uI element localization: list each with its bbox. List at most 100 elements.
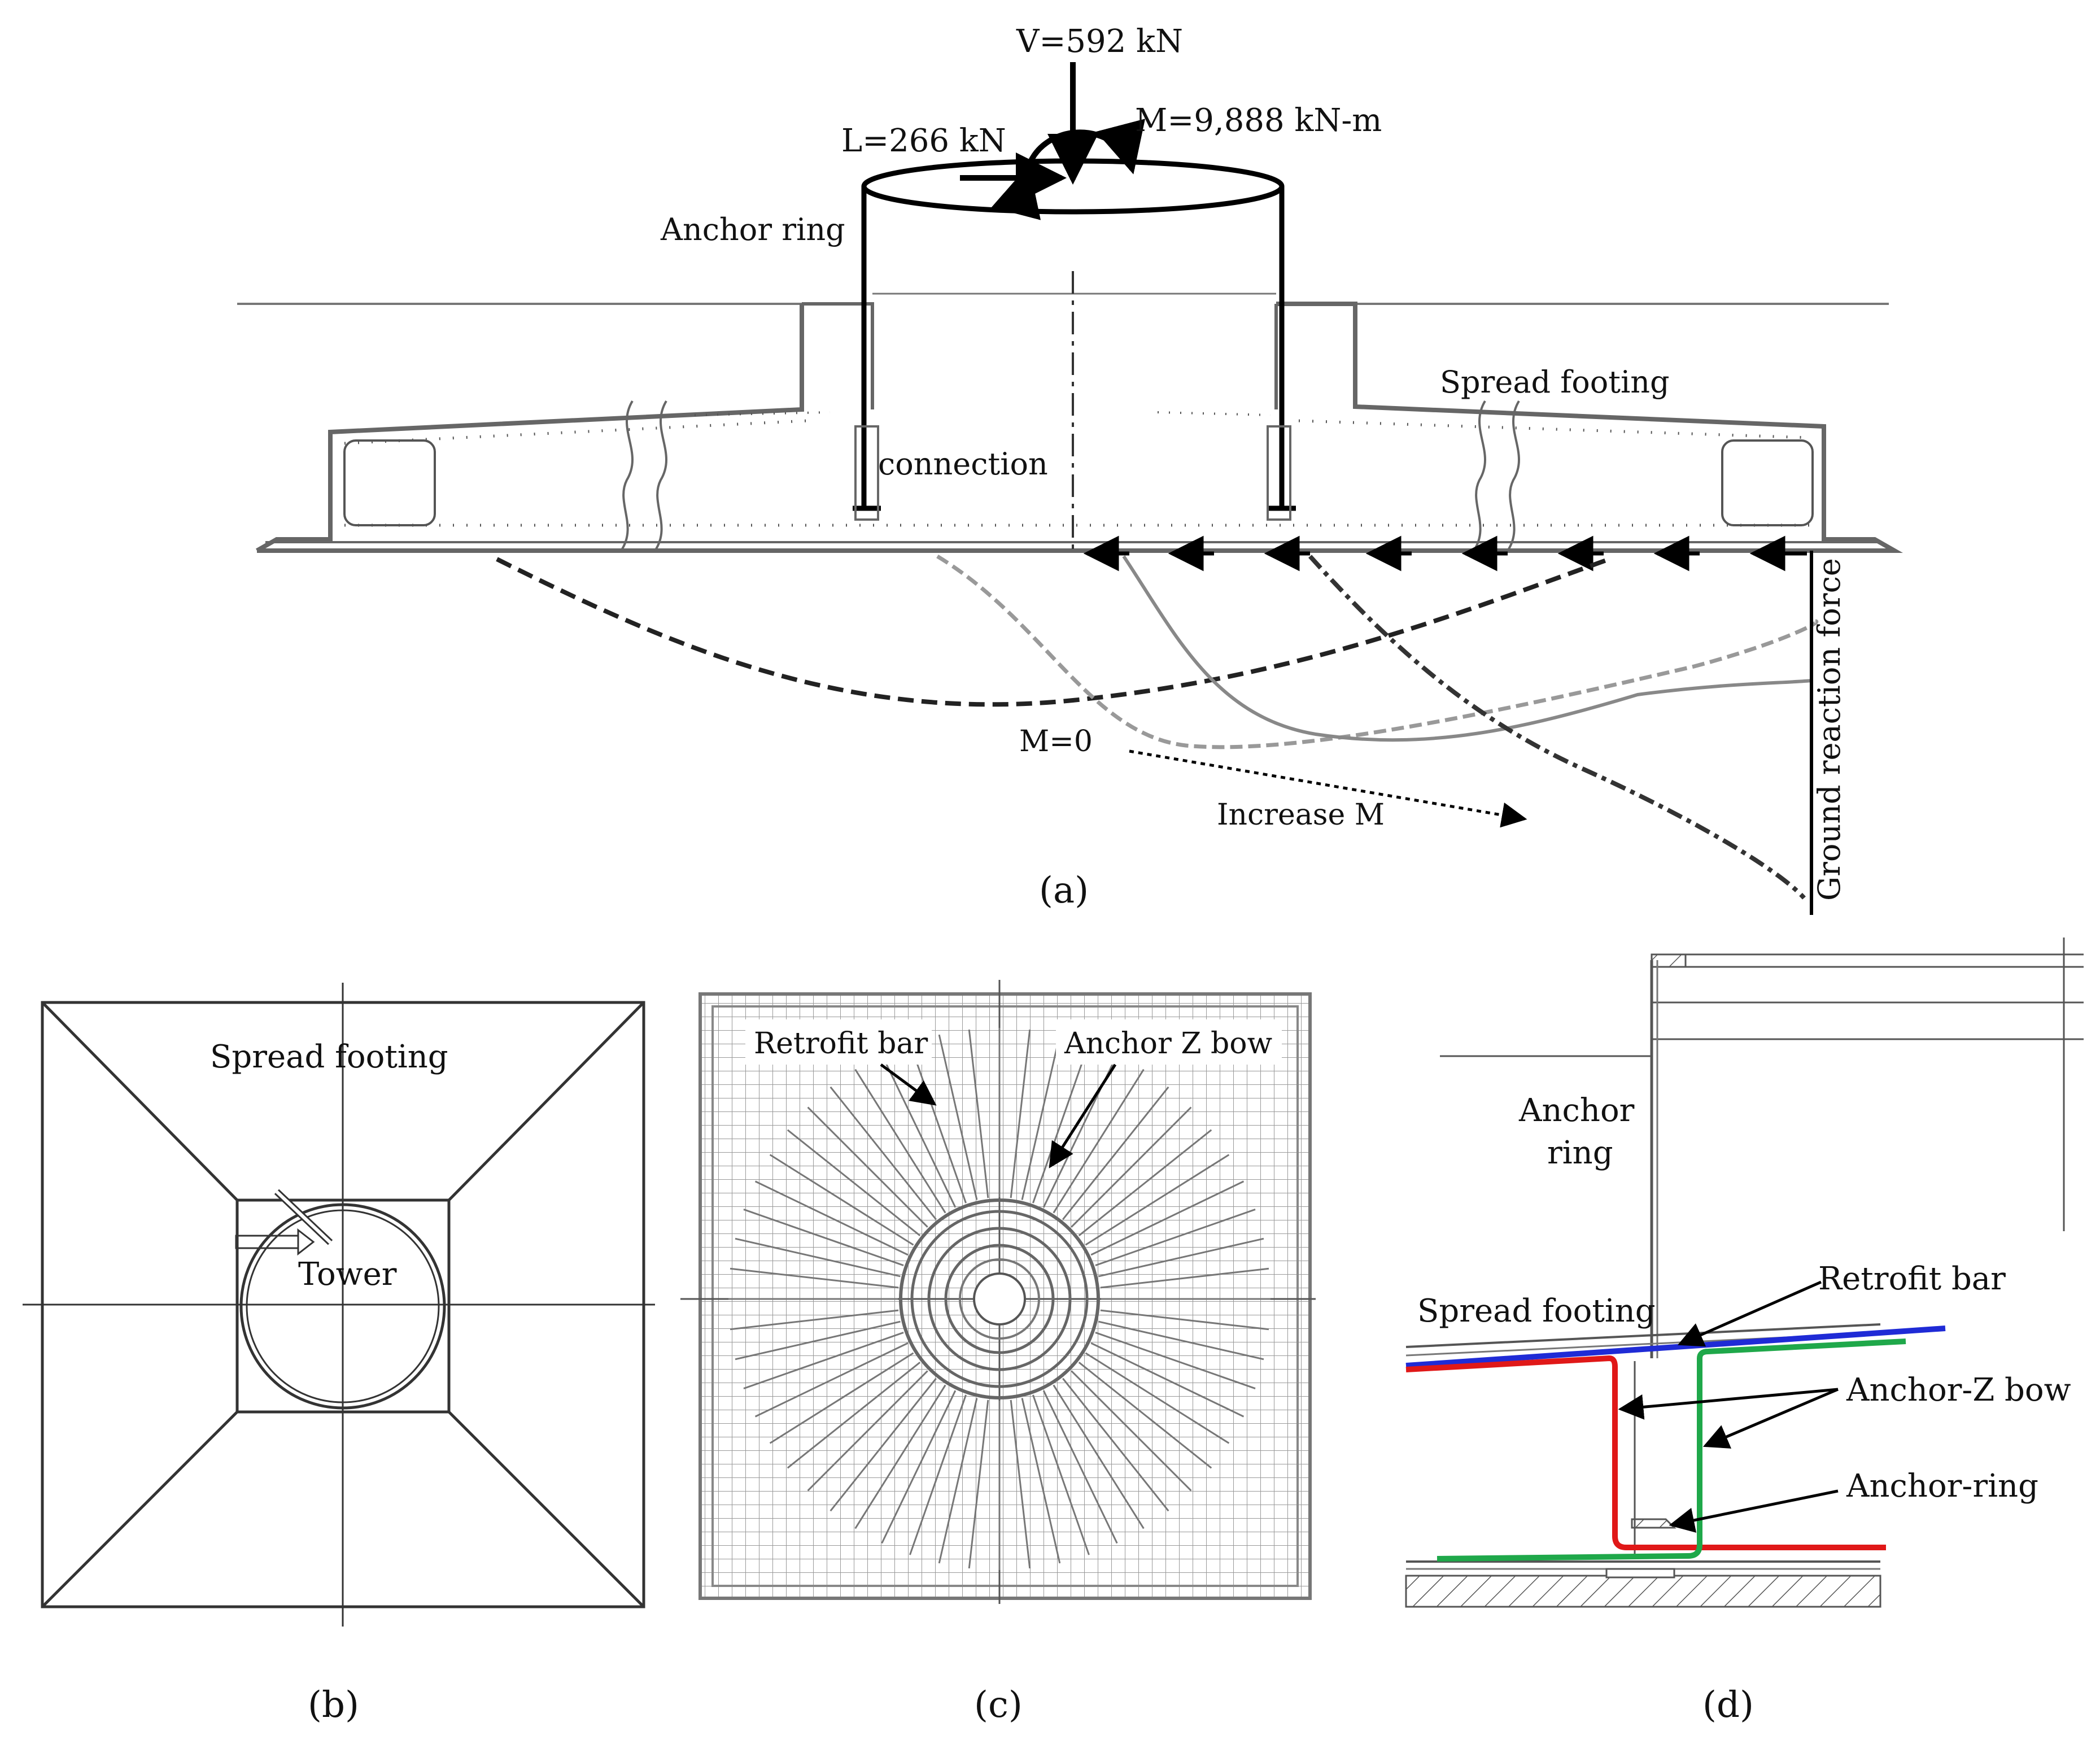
- anchor-ring-detail-label-d: Anchor-ring: [1846, 1468, 2038, 1505]
- spread-footing-label-d: Spread footing: [1417, 1293, 1656, 1329]
- radial-bar: [938, 1398, 978, 1564]
- radial-bar: [1062, 1086, 1169, 1220]
- radial-bar: [1032, 1394, 1090, 1555]
- radial-bar: [730, 1309, 899, 1331]
- radial-bar: [769, 1154, 914, 1246]
- radial-bar: [1098, 1237, 1264, 1278]
- rebar-cage-left: [343, 439, 436, 526]
- tower-circle-inner: [246, 1209, 440, 1403]
- radial-bar: [1100, 1309, 1269, 1331]
- anchor-z-bow-green: [1437, 1338, 1906, 1562]
- zbow-label-bg: [1056, 1019, 1282, 1065]
- anchor-ring-detail-d: [1631, 1518, 1676, 1529]
- break-symbol-left: [620, 400, 667, 552]
- lateral-load-label: L=266 kN: [841, 123, 1006, 159]
- radial-bars: [728, 1028, 1271, 1570]
- radial-bar: [769, 1352, 914, 1444]
- radial-bar: [743, 1209, 904, 1266]
- break-symbol-right: [1473, 400, 1520, 552]
- radial-bar: [881, 1054, 957, 1208]
- spread-footing-label: Spread footing: [1440, 364, 1670, 400]
- radial-bar: [909, 1394, 967, 1555]
- radial-bar: [1071, 1370, 1192, 1492]
- radial-bar: [1078, 1129, 1212, 1236]
- anchor-ring-label-d2: ring: [1547, 1135, 1613, 1171]
- radial-bar: [829, 1086, 937, 1220]
- rebar-mid-left: [694, 411, 831, 416]
- connection-label: connection: [878, 446, 1048, 482]
- radial-bar: [1098, 1320, 1264, 1361]
- load-direction-tick-inner: [275, 1190, 332, 1244]
- reaction-curve-2: [936, 555, 1819, 749]
- radial-bar: [1085, 1154, 1230, 1246]
- radial-bar: [829, 1377, 937, 1512]
- anchor-plate-d: [1605, 1568, 1675, 1579]
- zbow-pointer-c: [1049, 1063, 1117, 1169]
- moment-arrow: [991, 119, 1145, 220]
- radial-bar: [1095, 1332, 1256, 1389]
- rebar-cage-right: [1721, 439, 1814, 526]
- radial-bar: [1010, 1399, 1031, 1569]
- radial-bar: [787, 1129, 921, 1236]
- radial-bar: [854, 1384, 946, 1529]
- zbow-pointer-red: [1618, 1388, 1839, 1420]
- radial-bar: [735, 1237, 901, 1278]
- panel-c: Retrofit bar Anchor Z bow (c): [680, 980, 1316, 1726]
- ring-c-3: [927, 1227, 1072, 1371]
- tower-circle-outer: [239, 1203, 446, 1410]
- radial-bar: [1090, 1180, 1245, 1256]
- diag-tr: [448, 1001, 645, 1201]
- caption-b: (b): [308, 1684, 359, 1726]
- ring-c-1: [899, 1198, 1100, 1399]
- caption-a: (a): [1039, 870, 1089, 912]
- radial-bar: [1078, 1362, 1212, 1469]
- radial-bar: [1053, 1384, 1145, 1529]
- radial-bar: [730, 1267, 899, 1289]
- radial-bar: [909, 1043, 967, 1204]
- radial-bar: [1095, 1209, 1256, 1266]
- reaction-curve-m0: [496, 557, 1610, 707]
- anchor-z-bow-red: [1405, 1355, 1886, 1550]
- zbow-pointer-green: [1702, 1388, 1839, 1449]
- anchor-ring-label-d: Anchor: [1518, 1092, 1635, 1129]
- center-hole-c: [973, 1272, 1026, 1326]
- retrofit-bar-label-c: Retrofit bar: [754, 1027, 928, 1061]
- radial-bar: [754, 1342, 909, 1418]
- spread-footing-outline: [256, 302, 1903, 553]
- retrofit-bar-d: [1405, 1326, 1946, 1368]
- radial-bar: [1042, 1390, 1118, 1544]
- radial-bar: [1021, 1398, 1061, 1564]
- radial-bar: [754, 1180, 909, 1256]
- anchor-ring-label: Anchor ring: [660, 212, 845, 247]
- diag-br: [448, 1411, 645, 1608]
- radial-bar: [1010, 1029, 1031, 1198]
- radial-bar: [735, 1320, 901, 1361]
- diag-tl: [41, 1001, 238, 1201]
- radial-bar: [938, 1034, 978, 1200]
- retrofit-bar-label-d: Retrofit bar: [1818, 1261, 2006, 1297]
- anchor-z-bow-label-c: Anchor Z bow: [1064, 1027, 1272, 1061]
- radial-bar: [807, 1106, 928, 1228]
- retrofit-pointer-d: [1677, 1280, 1822, 1347]
- ring-c-2: [910, 1210, 1089, 1388]
- radial-bar: [1085, 1352, 1230, 1444]
- radial-bar: [968, 1029, 989, 1198]
- increase-m-arrow: [1129, 749, 1527, 828]
- m-zero-label: M=0: [1019, 725, 1093, 758]
- reaction-curve-3: [1122, 555, 1813, 742]
- caption-d: (d): [1702, 1684, 1754, 1726]
- soil-hatch-d: [1405, 1575, 1881, 1608]
- slab-top-d: [1405, 1323, 1881, 1348]
- ring-c-5: [959, 1258, 1040, 1340]
- rebar-grid-border-c: [711, 1005, 1299, 1587]
- increase-m-label: Increase M: [1217, 798, 1385, 832]
- vertical-load-label: V=592 kN: [1016, 23, 1183, 60]
- spread-footing-label-b: Spread footing: [210, 1039, 448, 1075]
- rebar-mid-right: [1157, 411, 1271, 416]
- panel-b: Spread footing Tower (b): [23, 983, 655, 1726]
- radial-bar: [1032, 1043, 1090, 1204]
- reaction-curve-max: [1308, 555, 1806, 900]
- caption-c: (c): [974, 1684, 1023, 1726]
- retrofit-label-bg: [745, 1019, 932, 1065]
